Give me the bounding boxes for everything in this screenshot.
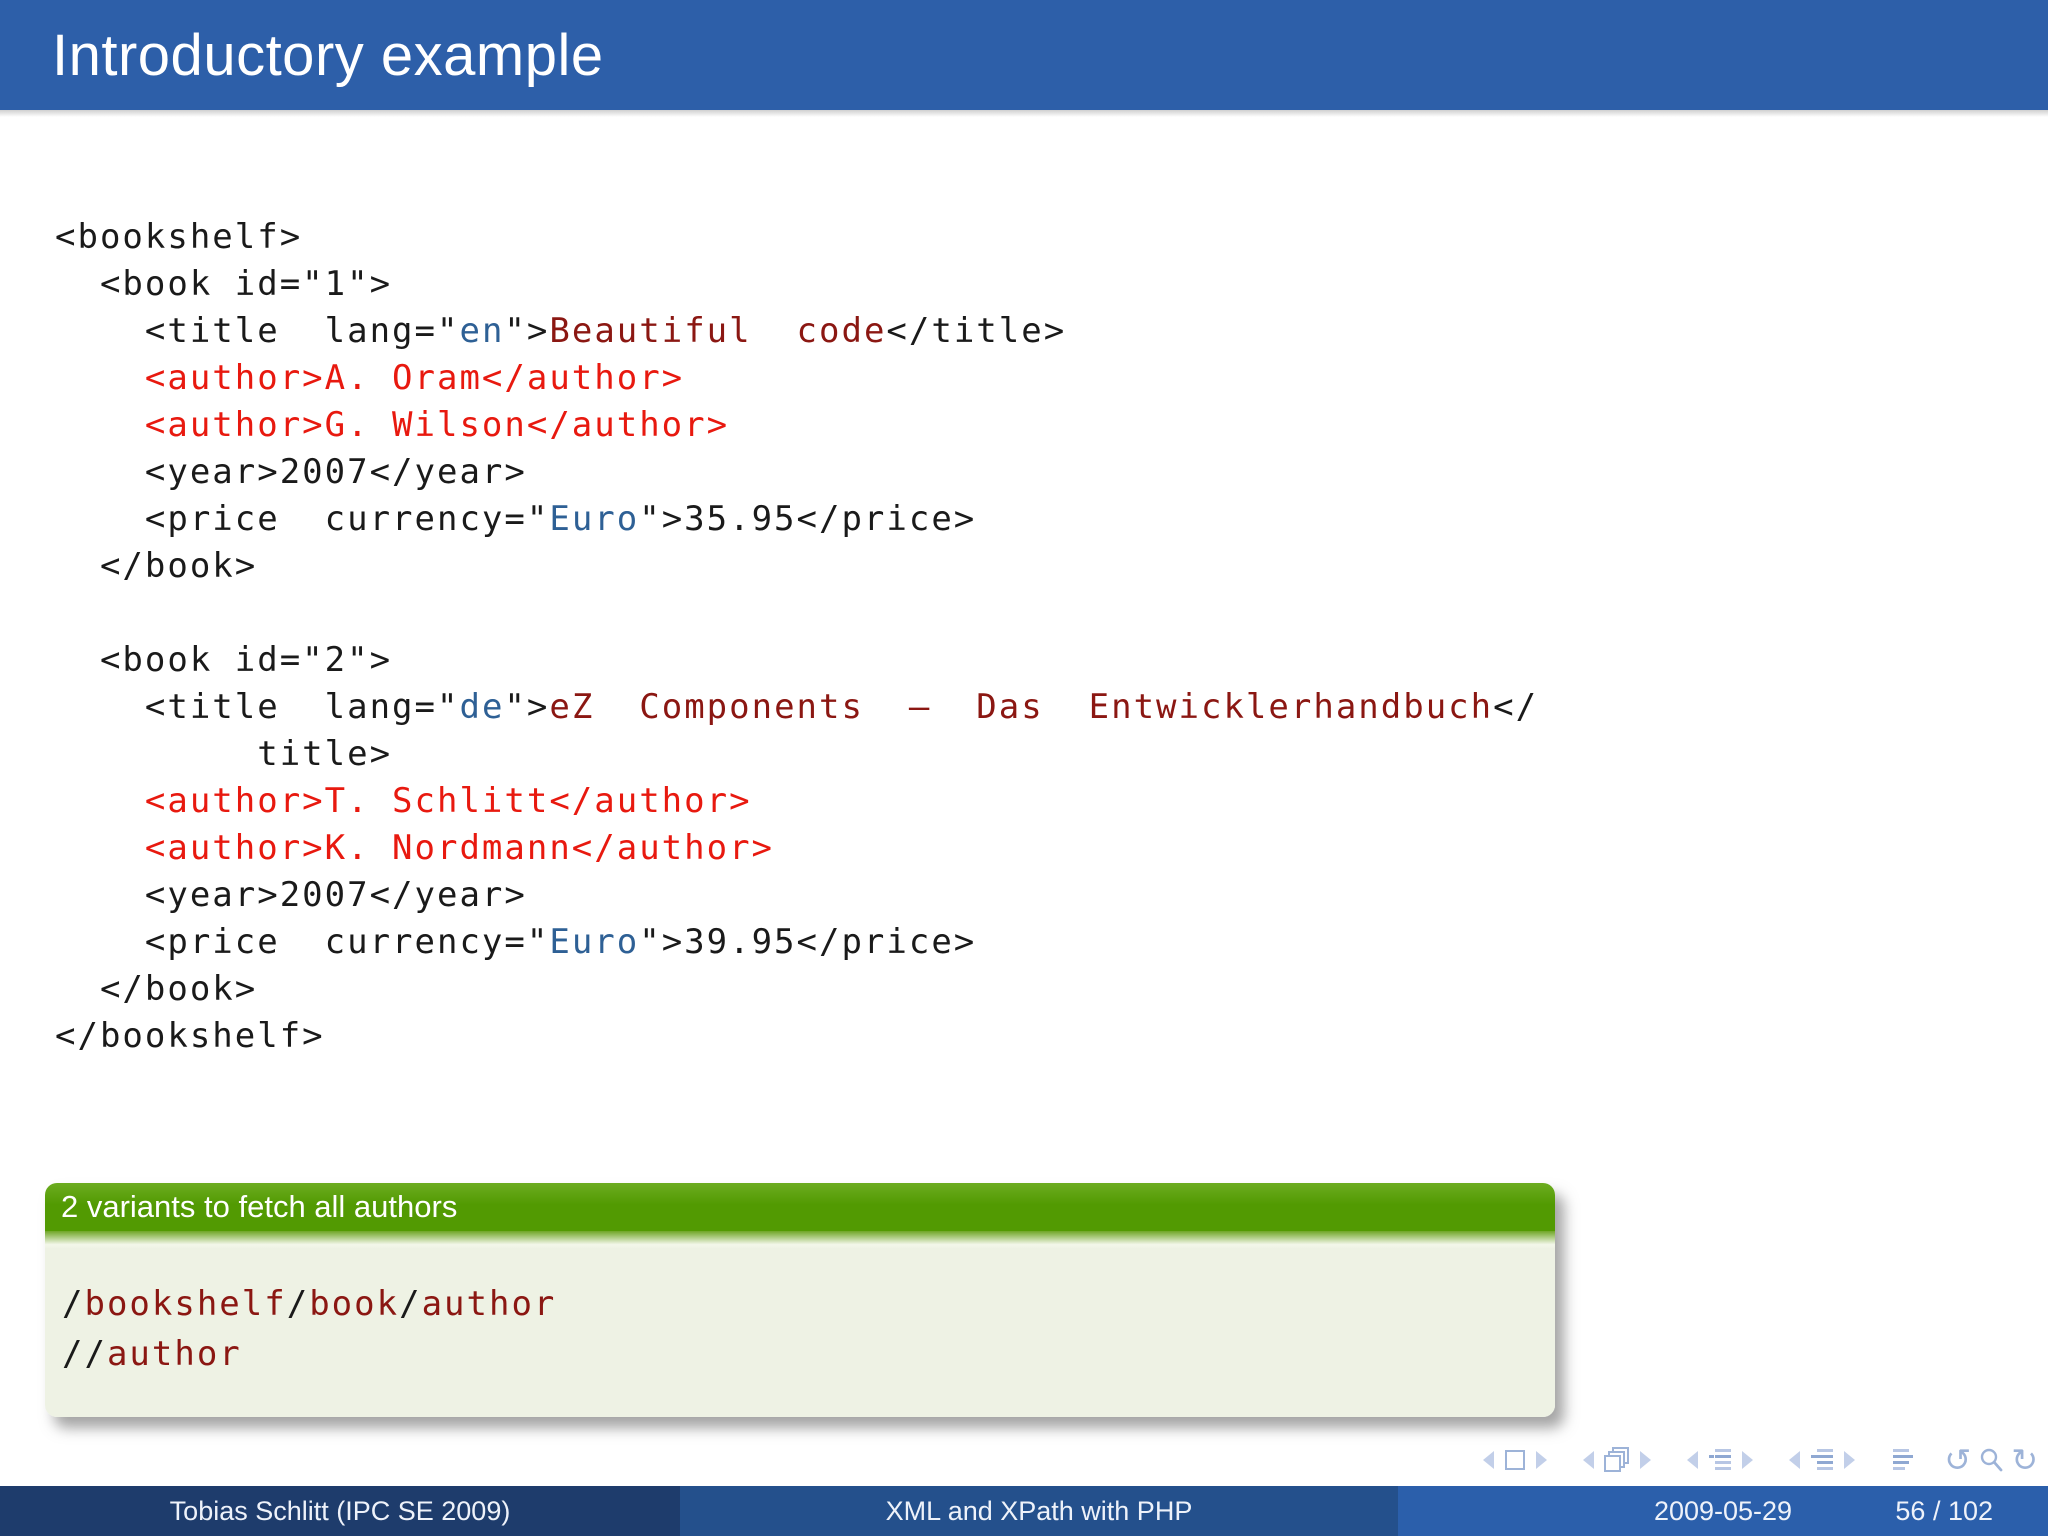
footer-title-segment: XML and XPath with PHP bbox=[680, 1486, 1398, 1536]
xml-code-listing: <bookshelf> <book id="1"> <title lang="e… bbox=[55, 214, 2015, 1060]
section-nav-group bbox=[1786, 1447, 1858, 1473]
navigation-symbols: ↺ ↻ bbox=[1480, 1442, 2038, 1478]
title-bar-shadow bbox=[0, 110, 2048, 117]
frame-stack-icon[interactable] bbox=[1603, 1446, 1631, 1474]
code-line: <price currency="Euro">35.95</price> bbox=[55, 499, 977, 539]
back-history-icon[interactable]: ↺ bbox=[1944, 1441, 1972, 1479]
slide-icon[interactable] bbox=[1503, 1448, 1527, 1472]
footer-author-segment: Tobias Schlitt (IPC SE 2009) bbox=[0, 1486, 680, 1536]
code-line: <author>K. Nordmann</author> bbox=[55, 828, 775, 868]
next-subsection-icon[interactable] bbox=[1740, 1449, 1756, 1471]
example-block-title: 2 variants to fetch all authors bbox=[61, 1189, 458, 1224]
code-line: //author bbox=[62, 1334, 242, 1374]
footer-author: Tobias Schlitt (IPC SE 2009) bbox=[169, 1495, 511, 1526]
history-search-group: ↺ ↻ bbox=[1944, 1444, 2038, 1476]
code-line: </book> bbox=[55, 546, 258, 586]
next-frame-icon[interactable] bbox=[1638, 1449, 1654, 1471]
foot-bar: Tobias Schlitt (IPC SE 2009) XML and XPa… bbox=[0, 1486, 2048, 1536]
frame-nav-group bbox=[1580, 1446, 1654, 1474]
subsection-nav-group bbox=[1684, 1447, 1756, 1473]
xpath-code-listing: /bookshelf/book/author //author bbox=[45, 1249, 1555, 1417]
code-line: <author>G. Wilson</author> bbox=[55, 405, 730, 445]
next-slide-icon[interactable] bbox=[1534, 1449, 1550, 1471]
code-line: <year>2007</year> bbox=[55, 452, 527, 492]
example-block-header: 2 variants to fetch all authors bbox=[45, 1183, 1555, 1231]
code-line: <bookshelf> bbox=[55, 217, 303, 257]
appendix-nav-group bbox=[1888, 1447, 1914, 1473]
code-line: <title lang="de">eZ Components – Das Ent… bbox=[55, 687, 1539, 727]
code-line: <title lang="en">Beautiful code</title> bbox=[55, 311, 1067, 351]
next-section-icon[interactable] bbox=[1842, 1449, 1858, 1471]
example-block: 2 variants to fetch all authors /bookshe… bbox=[45, 1183, 1555, 1417]
footer-date: 2009-05-29 bbox=[1653, 1495, 1793, 1526]
example-block-fade bbox=[45, 1231, 1555, 1249]
code-line: <author>T. Schlitt</author> bbox=[55, 781, 752, 821]
slide-nav-group bbox=[1480, 1448, 1550, 1472]
code-line: <price currency="Euro">39.95</price> bbox=[55, 922, 977, 962]
prev-frame-icon[interactable] bbox=[1580, 1449, 1596, 1471]
code-line: </bookshelf> bbox=[55, 1016, 325, 1056]
search-icon[interactable] bbox=[1978, 1447, 2004, 1473]
prev-subsection-icon[interactable] bbox=[1684, 1449, 1700, 1471]
code-line: <book id="2"> bbox=[55, 640, 393, 680]
forward-history-icon[interactable]: ↻ bbox=[2011, 1441, 2038, 1479]
code-line bbox=[55, 590, 2015, 637]
code-line: /bookshelf/book/author bbox=[62, 1284, 557, 1324]
prev-section-icon[interactable] bbox=[1786, 1449, 1802, 1471]
footer-deck-title: XML and XPath with PHP bbox=[885, 1495, 1193, 1526]
slide-title: Introductory example bbox=[52, 22, 604, 88]
slide-title-bar: Introductory example bbox=[0, 0, 2048, 110]
prev-slide-icon[interactable] bbox=[1480, 1449, 1496, 1471]
section-list-icon[interactable] bbox=[1809, 1447, 1835, 1473]
footer-date-page-segment: 2009-05-29 56 / 102 bbox=[1398, 1486, 2048, 1536]
code-line: title> bbox=[55, 734, 393, 774]
code-line: <author>A. Oram</author> bbox=[55, 358, 685, 398]
code-line: <year>2007</year> bbox=[55, 875, 527, 915]
code-line: <book id="1"> bbox=[55, 264, 393, 304]
code-line: </book> bbox=[55, 969, 258, 1009]
appendix-list-icon[interactable] bbox=[1888, 1447, 1914, 1473]
footer-page-count: 56 / 102 bbox=[1895, 1495, 1993, 1526]
subsection-list-icon[interactable] bbox=[1707, 1447, 1733, 1473]
